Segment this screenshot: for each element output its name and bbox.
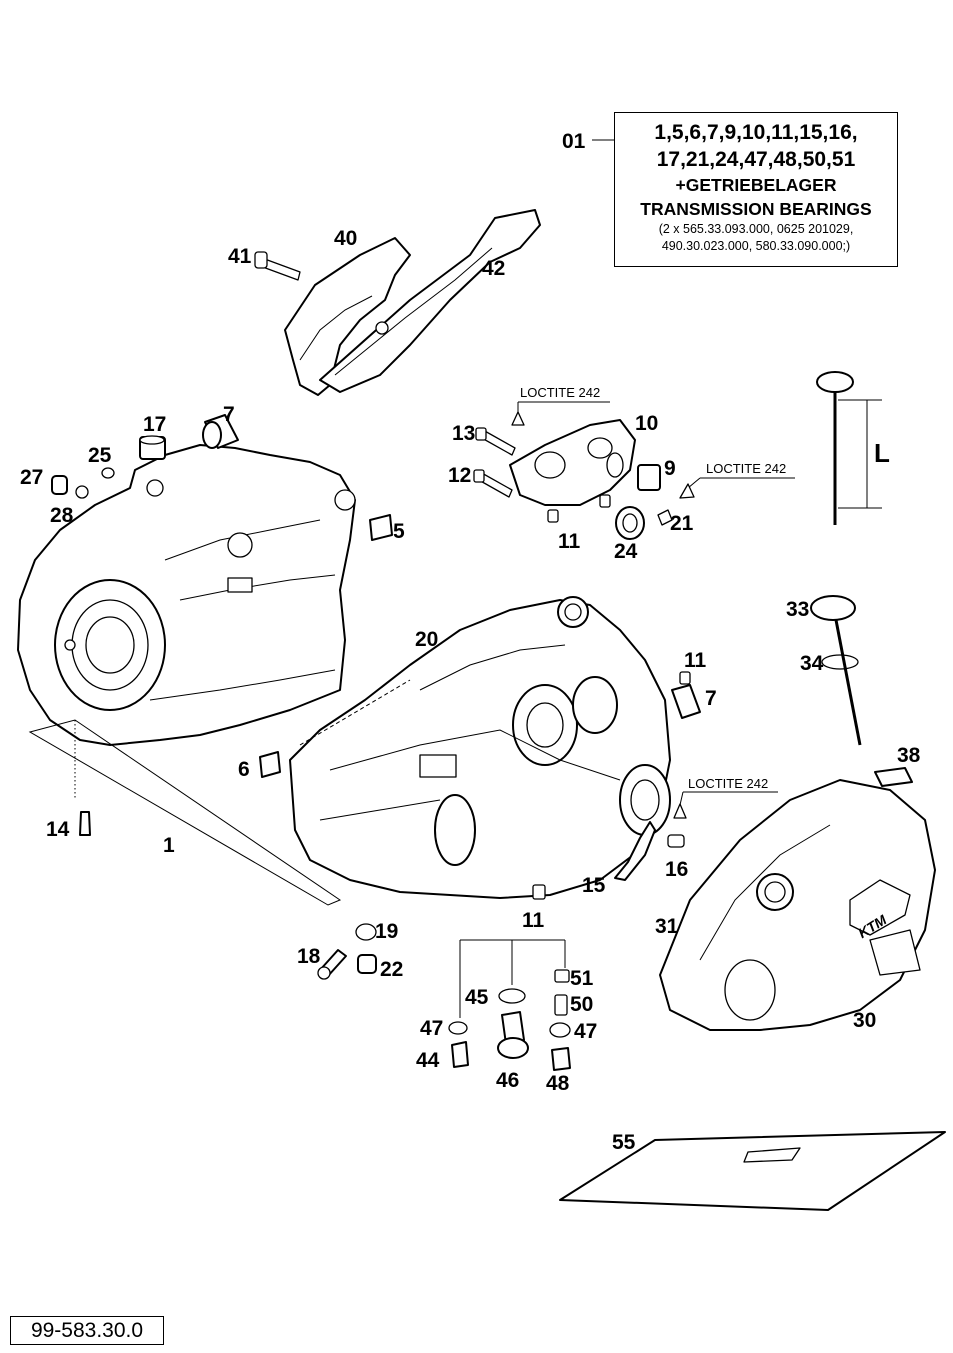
label-46: 46 [496,1069,519,1092]
label-51: 51 [570,967,594,990]
label-55: 55 [612,1131,636,1154]
clutch-cover: KTM [659,779,936,1031]
small-parts [51,371,913,1071]
label-16: 16 [665,858,688,881]
loctite-note-lower: LOCTITE 242 [688,776,768,791]
label-1: 1 [163,834,175,857]
label-10: 10 [635,412,658,435]
label-38: 38 [897,744,921,767]
label-13: 13 [452,422,475,445]
kit-line-3: +GETRIEBELAGER [675,175,837,195]
loctite-note-right: LOCTITE 242 [706,461,786,476]
label-28: 28 [50,504,74,527]
kit-line-1: 1,5,6,7,9,10,11,15,16, [654,121,858,144]
loctite-markers: LOCTITE 242 LOCTITE 242 LOCTITE 242 [511,385,795,819]
kit-line-5: (2 x 565.33.093.000, 0625 201029, [658,222,854,236]
label-44: 44 [416,1049,440,1072]
label-17: 17 [143,413,166,436]
label-47-left: 47 [420,1017,443,1040]
manual-booklet [559,1131,946,1211]
document-id: 99-583.30.0 [10,1316,164,1345]
label-45: 45 [465,986,489,1009]
label-11-lower: 11 [522,909,545,932]
label-7-top: 7 [223,403,235,426]
callout-labels: 01 40 41 42 17 7 25 27 28 5 13 10 12 9 1… [20,130,921,1154]
label-41: 41 [228,245,252,268]
label-27: 27 [20,466,43,489]
label-33: 33 [786,598,809,621]
label-42: 42 [482,257,505,280]
loctite-note-top: LOCTITE 242 [520,385,600,400]
label-24: 24 [614,540,638,563]
right-crankcase-half [289,596,671,899]
label-9: 9 [664,457,676,480]
label-34: 34 [800,652,824,675]
label-12: 12 [448,464,471,487]
left-crankcase-half [17,444,356,800]
label-20: 20 [415,628,438,651]
label-21: 21 [670,512,694,535]
label-30: 30 [853,1009,876,1032]
label-40: 40 [334,227,357,250]
label-5: 5 [393,520,405,543]
label-48: 48 [546,1072,570,1095]
kit-line-4: TRANSMISSION BEARINGS [640,199,872,219]
label-kit: 01 [562,130,586,153]
label-14: 14 [46,818,70,841]
kit-line-2: 17,21,24,47,48,50,51 [656,148,856,171]
label-11-upper: 11 [558,530,581,553]
label-22: 22 [380,958,403,981]
kit-line-6: 490.30.023.000, 580.33.090.000;) [661,239,851,253]
label-18: 18 [297,945,321,968]
label-15: 15 [582,874,606,897]
label-31: 31 [655,915,679,938]
label-19: 19 [375,920,398,943]
label-50: 50 [570,993,593,1016]
label-dimension-l: L [874,438,890,468]
label-11-right: 11 [684,649,707,672]
label-47-right: 47 [574,1020,597,1043]
label-6: 6 [238,758,250,781]
label-25: 25 [88,444,112,467]
label-7-lower: 7 [705,687,717,710]
chain-guide-assembly [254,209,541,396]
kit-contents-box: 1,5,6,7,9,10,11,15,16, 17,21,24,47,48,50… [614,112,898,267]
bearing-bracket [473,419,636,506]
